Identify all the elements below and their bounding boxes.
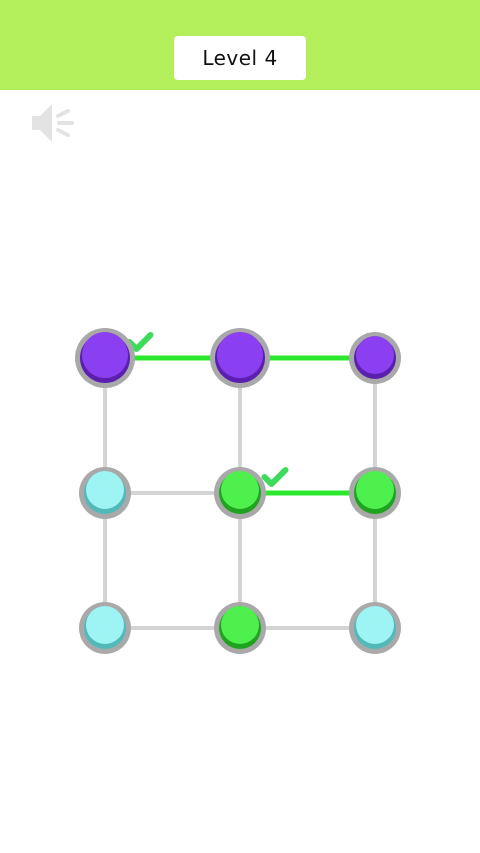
node-face [86, 471, 124, 509]
node-cyan[interactable] [79, 467, 131, 519]
node-green[interactable] [214, 602, 266, 654]
level-indicator: Level 4 [174, 36, 306, 80]
level-label: Level 4 [202, 46, 278, 70]
checkmark-icon [261, 467, 289, 487]
node-face [221, 471, 259, 509]
top-bar: Level 4 [0, 0, 480, 90]
node-face [221, 606, 259, 644]
node-green[interactable] [349, 467, 401, 519]
node-purple[interactable] [210, 328, 270, 388]
speaker-icon [32, 104, 74, 142]
node-face [217, 332, 263, 378]
checkmark-icon [126, 332, 154, 352]
node-face [86, 606, 124, 644]
node-green[interactable] [214, 467, 266, 519]
node-purple[interactable] [75, 328, 135, 388]
node-cyan[interactable] [349, 602, 401, 654]
node-face [356, 606, 394, 644]
node-cyan[interactable] [79, 602, 131, 654]
sound-toggle-button[interactable] [28, 100, 80, 146]
node-face [356, 471, 394, 509]
node-purple[interactable] [349, 332, 401, 384]
node-face [82, 332, 128, 378]
node-face [356, 336, 394, 374]
